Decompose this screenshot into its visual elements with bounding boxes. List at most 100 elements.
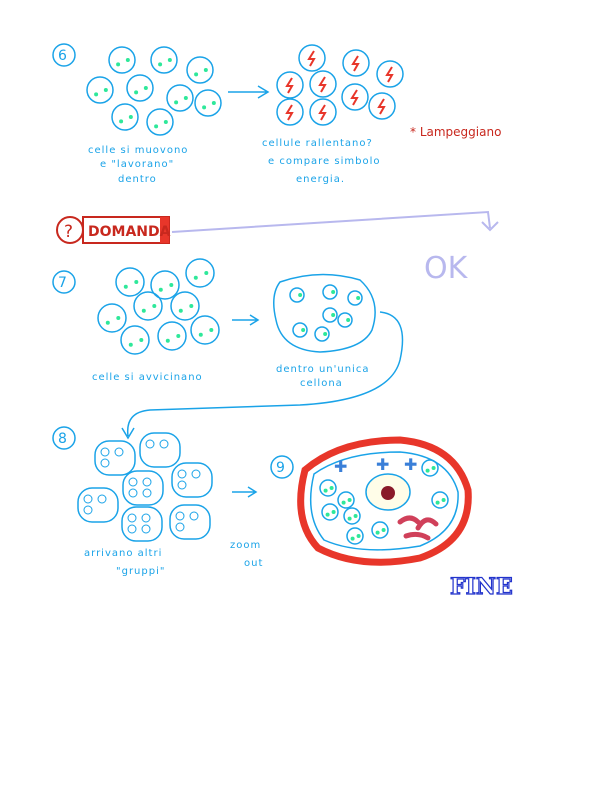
moving-cell (108, 46, 136, 74)
flow-arrow-icon (121, 311, 404, 440)
inner-cell (289, 287, 305, 303)
cell-dot (143, 86, 148, 90)
group-member (142, 477, 152, 487)
step-7-caption-right-2: cellona (300, 378, 343, 389)
organelles (397, 515, 439, 541)
step-8-number: 8 (58, 431, 67, 447)
step-number-circle (52, 43, 76, 67)
lightning-icon (377, 98, 386, 115)
lightning-icon (350, 89, 359, 106)
approaching-cell (97, 303, 127, 333)
organism-cell (337, 491, 355, 509)
group-member (97, 494, 107, 504)
cell-dot (116, 62, 121, 67)
organism-cell (346, 527, 364, 545)
moving-cell (194, 89, 222, 117)
cell-dot (154, 124, 159, 129)
cell-dot (441, 498, 446, 502)
inner-cell (347, 290, 363, 306)
cell-dot (183, 96, 188, 100)
group-member (145, 439, 155, 449)
energy-cell (309, 70, 337, 98)
group-member (189, 511, 199, 521)
cell-dot (128, 115, 133, 119)
lightning-icon (285, 77, 294, 94)
answer-ok: OK (424, 251, 469, 286)
cell-dot (325, 512, 330, 517)
moving-cell (186, 56, 214, 84)
cell-dot (169, 283, 174, 287)
group-member (127, 524, 137, 534)
step-6-caption-right-3: energia. (296, 174, 345, 185)
moving-cell (166, 84, 194, 112)
cell-dot (163, 120, 168, 124)
step-number-circle (270, 455, 294, 479)
moving-cell (111, 103, 139, 131)
group-member (177, 469, 187, 479)
cell-dot (193, 275, 198, 280)
group-member (175, 511, 185, 521)
cell-dot (435, 500, 440, 505)
answer-arrow-icon (171, 210, 499, 233)
energy-cell (341, 83, 369, 111)
question-banner (82, 216, 170, 244)
organism-contents-layer: ✚✚✚ (319, 455, 449, 545)
lightning-icon (307, 50, 316, 67)
approaching-cell (157, 321, 187, 351)
arrow-icon (232, 486, 258, 498)
flashing-note: * Lampeggiano (410, 125, 501, 139)
question-label: DOMANDA (88, 224, 171, 240)
cell-dot (119, 119, 124, 124)
cell-group (122, 470, 164, 506)
lightning-icon (318, 76, 327, 93)
cell-dot (331, 290, 336, 294)
cell-dot (116, 316, 121, 320)
step-6-caption-left-3: dentro (118, 174, 157, 185)
cell-dot (174, 100, 179, 105)
approaching-cell (150, 270, 180, 300)
group-member (127, 513, 137, 523)
cell-dot (158, 62, 163, 67)
lightning-icon (385, 66, 394, 83)
cell-dot (346, 318, 351, 322)
group-member (141, 524, 151, 534)
approaching-cell (170, 291, 200, 321)
question-mark: ? (64, 222, 73, 242)
cell-dot (323, 332, 328, 336)
cell-dot (375, 530, 380, 535)
group-member (100, 458, 110, 468)
arrow-icon (232, 314, 260, 326)
cell-dot (139, 338, 144, 342)
cell-dot (431, 466, 436, 470)
cell-group (121, 506, 163, 542)
cell-dot (167, 58, 172, 62)
cell-dot (204, 271, 209, 275)
cell-dot (123, 284, 128, 289)
step-6-caption-left-1: celle si muovono (88, 145, 188, 156)
organism-cell (321, 503, 339, 521)
cell-dot (298, 293, 303, 297)
energy-cell (276, 71, 304, 99)
energy-cell (376, 60, 404, 88)
cell-dot (189, 304, 194, 308)
cell-dot (329, 486, 334, 490)
cell-dot (103, 88, 108, 92)
group-member (114, 447, 124, 457)
organism-cell (371, 521, 389, 539)
energy-cell (368, 92, 396, 120)
cell-dot (125, 58, 130, 62)
step-6-caption-right-1: cellule rallentano? (262, 138, 373, 149)
organism-cell (343, 507, 361, 525)
cell-dot (128, 342, 133, 347)
group-member (83, 494, 93, 504)
moving-cell (126, 74, 154, 102)
cell-group (169, 504, 211, 540)
lightning-icon (351, 55, 360, 72)
cell-dot (347, 516, 352, 521)
organism-cell (431, 491, 449, 509)
approaching-cell (115, 267, 145, 297)
cell-dot (152, 304, 157, 308)
moving-cell (86, 76, 114, 104)
cell-dot (356, 296, 361, 300)
group-member (128, 488, 138, 498)
